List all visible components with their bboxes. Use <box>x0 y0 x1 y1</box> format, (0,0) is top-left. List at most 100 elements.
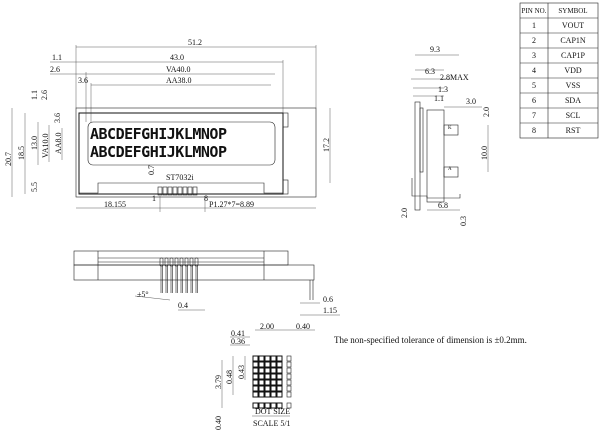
dot <box>270 355 277 362</box>
dot <box>276 379 283 386</box>
display-row-1: ABCDEFGHIJKLMNOP <box>90 125 227 143</box>
dim-overall-width: 51.2 <box>188 38 202 47</box>
dim-va-height: VA10.0 <box>41 133 50 158</box>
dim-pin-offset: 18.155 <box>104 200 126 209</box>
pin <box>159 257 164 267</box>
dim-left-3: 3.6 <box>78 76 88 85</box>
dot <box>252 373 259 380</box>
pin <box>164 257 169 267</box>
pin-1-label: 1 <box>152 194 156 203</box>
dot <box>264 379 271 386</box>
dim-left-2: 2.6 <box>50 65 60 74</box>
dim-0-6: 0.6 <box>323 295 333 304</box>
dim-height-total: 20.7 <box>4 152 13 166</box>
pin-number: 1 <box>532 21 536 30</box>
dim-right-height: 17.2 <box>322 138 331 152</box>
dim-10-0: 10.0 <box>480 146 489 160</box>
dim-6-8: 6.8 <box>438 201 448 210</box>
dot <box>258 367 265 374</box>
pin-number: 7 <box>532 111 536 120</box>
dot <box>276 385 283 392</box>
dot <box>258 379 265 386</box>
pin-symbol: SDA <box>565 96 581 105</box>
dim-top-1: 1.1 <box>30 90 39 100</box>
bottom-pins <box>159 257 199 293</box>
pin-symbol: VDD <box>564 66 582 75</box>
dim-0-40-top: 0.40 <box>296 322 310 331</box>
dot <box>252 402 259 409</box>
dim-0-3: 0.3 <box>459 216 468 226</box>
dot <box>264 361 271 368</box>
pin-symbol: CAP1N <box>560 36 586 45</box>
anode-label: A <box>448 167 452 172</box>
dot <box>252 379 259 386</box>
cathode-label: K <box>448 126 452 131</box>
dot <box>270 391 277 398</box>
dot <box>270 367 277 374</box>
dot <box>270 373 277 380</box>
dim-height-13: 13.0 <box>30 136 39 150</box>
dot <box>276 402 283 409</box>
pin-8-label: 8 <box>204 194 208 203</box>
dot <box>264 402 271 409</box>
pin <box>174 257 179 267</box>
table-header: PIN NO. <box>522 7 547 15</box>
dot-size-detail: 0.41 0.36 2.00 0.40 3.79 0.48 0.43 0.40 … <box>214 322 315 430</box>
dim-va-width: VA40.0 <box>166 65 191 74</box>
pin <box>184 257 189 267</box>
dim-aa-height: AA8.0 <box>54 132 63 154</box>
dim-2-00: 2.00 <box>260 322 274 331</box>
dim-top-3: 3.6 <box>53 113 62 123</box>
side-view: 9.3 6.3 2.8MAX 1.3 1.1 3.0 2.0 10.0 6.8 … <box>400 45 491 226</box>
dot <box>252 385 259 392</box>
pin-number: 2 <box>532 36 536 45</box>
pin <box>169 257 174 267</box>
dim-6-3: 6.3 <box>425 67 435 76</box>
dim-height-18-5: 18.5 <box>17 146 26 160</box>
dim-1-1: 1.1 <box>434 94 444 103</box>
pin-number: 3 <box>532 51 536 60</box>
dot <box>258 385 265 392</box>
dot <box>270 361 277 368</box>
dot <box>264 385 271 392</box>
dot <box>270 385 277 392</box>
dot <box>264 391 271 398</box>
controller-label: ST7032i <box>166 173 194 182</box>
pin-symbol: RST <box>566 126 581 135</box>
pin-symbol: VOUT <box>562 21 584 30</box>
pin <box>194 257 199 267</box>
dim-1-3: 1.3 <box>438 85 448 94</box>
dim-1-15: 1.15 <box>323 306 337 315</box>
bottom-view: ±5° 0.4 0.6 1.15 <box>73 250 340 316</box>
viewing-area <box>87 121 276 166</box>
dot <box>276 391 283 398</box>
dim-bottom-5-5: 5.5 <box>30 182 39 192</box>
table-header: SYMBOL <box>558 7 587 15</box>
dot <box>258 355 265 362</box>
pin-symbol: VSS <box>566 81 581 90</box>
dot <box>270 379 277 386</box>
dot <box>252 355 259 362</box>
dim-top-2: 2.6 <box>40 90 49 100</box>
pin-number: 4 <box>532 66 536 75</box>
pin-symbol: SCL <box>566 111 581 120</box>
pin <box>189 257 194 267</box>
pin-number: 8 <box>532 126 536 135</box>
pcb-outline <box>75 107 317 198</box>
dim-3-0: 3.0 <box>466 97 476 106</box>
dot <box>258 373 265 380</box>
dot-size-title: DOT SIZE <box>255 407 290 416</box>
dot <box>276 361 283 368</box>
pin <box>179 257 184 267</box>
dot <box>252 367 259 374</box>
dot <box>252 361 259 368</box>
dim-0-43: 0.43 <box>237 365 246 379</box>
dim-0-48: 0.48 <box>225 370 234 384</box>
dot <box>258 361 265 368</box>
front-view: ABCDEFGHIJKLMNOP ABCDEFGHIJKLMNOP ST7032… <box>4 38 331 212</box>
dim-0-4: 0.4 <box>178 301 188 310</box>
dot <box>276 373 283 380</box>
dot-size-scale: SCALE 5/1 <box>253 419 291 428</box>
